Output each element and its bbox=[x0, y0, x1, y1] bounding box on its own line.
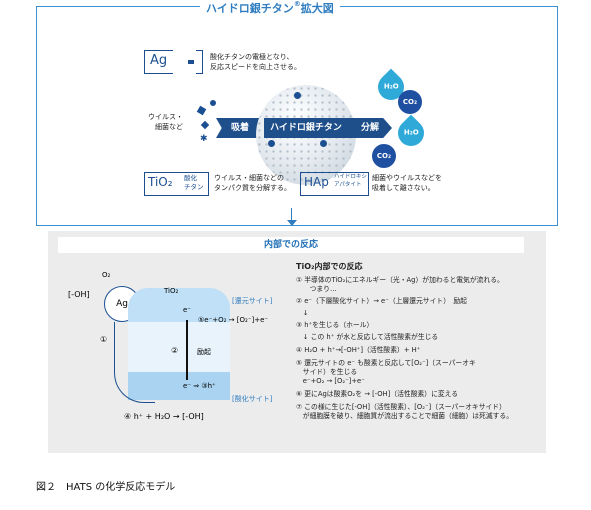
num1-label: ① bbox=[100, 335, 108, 344]
down-arrow-icon bbox=[291, 208, 292, 222]
adsorb-band: 吸着 bbox=[216, 118, 264, 138]
step-item: ④ H₂O + h⁺→[-OH⁺]（活性酸素）+ H⁺ bbox=[296, 346, 421, 354]
oxidation-site-label: [酸化サイト] bbox=[232, 395, 273, 403]
step-item: ↓ bbox=[296, 309, 309, 317]
oh-left-label: [-OH] bbox=[68, 290, 90, 299]
tio2-small-2: チタン bbox=[184, 183, 204, 191]
step-item: ⑥ 更にAgは酸素O₂を → [-OH]（活性酸素）に変える bbox=[296, 390, 459, 398]
decompose-label: 分解 bbox=[360, 123, 379, 133]
virus-label: ウイルス・ 細菌など bbox=[148, 112, 183, 132]
molecule-label: H₂O bbox=[383, 83, 399, 91]
virus-label-2: 細菌など bbox=[155, 123, 183, 131]
step-item: ③ h⁺を生じる（ホール） bbox=[296, 321, 374, 329]
panel-header: ハイドロ銀チタン®拡大図 bbox=[200, 0, 340, 16]
tio2-bracket-right bbox=[202, 172, 209, 196]
steps-list: ① 半導体のTiO₂にエネルギー（光・Ag）が加わると電気が流れる。 つまり… … bbox=[296, 276, 542, 421]
hap-label: HAp bbox=[304, 175, 329, 189]
tio2-small: 酸化 チタン bbox=[184, 174, 204, 192]
ag-bracket-right bbox=[196, 50, 203, 74]
tio2-desc-2: タンパク質を分解する。 bbox=[214, 184, 291, 192]
ag-desc: 酸化チタンの電極となり、 反応スピードを向上させる。 bbox=[210, 52, 301, 72]
ag-bracket bbox=[144, 50, 173, 74]
num2-label: ② bbox=[171, 346, 179, 355]
virus-particle-icon bbox=[210, 100, 216, 106]
adsorb-label: 吸着 bbox=[230, 123, 249, 133]
tio2-small-1: 酸化 bbox=[184, 174, 197, 182]
tio2-desc: ウイルス・細菌などの タンパク質を分解する。 bbox=[214, 173, 291, 193]
hap-bracket-right bbox=[362, 172, 369, 196]
tio2-bracket bbox=[144, 172, 203, 196]
molecule-label: CO₂ bbox=[376, 152, 392, 160]
center-band: ハイドロ銀チタン bbox=[264, 118, 348, 138]
decompose-band: 分解 bbox=[348, 118, 392, 138]
hap-small: ハイドロキシ アパタイト bbox=[334, 173, 367, 189]
virus-particle-icon: ✱ bbox=[200, 134, 208, 144]
hap-small-1: ハイドロキシ bbox=[334, 174, 367, 180]
sphere-pin-icon bbox=[294, 92, 301, 99]
tio2-desc-1: ウイルス・細菌などの bbox=[214, 174, 284, 182]
step-item: ⑤ 還元サイトの e⁻ も酸素と反応して[O₂⁻]（スーパーオキ bbox=[296, 359, 476, 367]
center-label: ハイドロ銀チタン bbox=[270, 123, 342, 133]
sphere-pin-icon bbox=[268, 140, 275, 147]
step-item: ② e⁻（下層酸化サイト）→ e⁻（上層還元サイト） 励起 bbox=[296, 297, 467, 305]
electron-bottom-label: e⁻ ⇒ ③h⁺ bbox=[183, 382, 216, 390]
reduction-site-label: [還元サイト] bbox=[232, 297, 273, 305]
eq-bottom-label: ④ h⁺ + H₂O → [-OH] bbox=[124, 412, 204, 421]
eq-top-label: ⑤e⁻+O₂ → [O₂⁻]+e⁻ bbox=[198, 316, 269, 324]
step-item: つまり… bbox=[296, 285, 337, 293]
bottom-title: 内部での反応 bbox=[58, 237, 524, 253]
registered-mark: ® bbox=[293, 0, 301, 8]
figure-caption: 図２ HATS の化学反応モデル bbox=[36, 482, 176, 493]
co2-circle-icon: CO₂ bbox=[398, 90, 422, 114]
down-arrow-head-icon bbox=[287, 220, 297, 226]
step-item: ↓ この h⁺ が水と反応して活性酸素が生じる bbox=[296, 333, 439, 341]
electron-top-label: e⁻ bbox=[183, 306, 192, 314]
step-item: が細胞膜を破り、細胞質が流出することで細菌（細胞）は死滅する。 bbox=[296, 412, 514, 420]
ag-dot-icon bbox=[188, 60, 194, 64]
step-item: e⁻+O₂ → [O₂⁻]+e⁻ bbox=[296, 377, 365, 385]
step-item: サイド）を生じる bbox=[296, 368, 358, 376]
tio2-top-label: TiO₂ bbox=[164, 287, 179, 295]
excitation-label: 励起 bbox=[197, 348, 211, 356]
hap-desc: 細菌やウイルスなどを 吸着して離さない。 bbox=[372, 173, 442, 193]
molecule-label: CO₂ bbox=[402, 98, 418, 106]
hap-bracket bbox=[300, 172, 363, 196]
hap-desc-1: 細菌やウイルスなどを bbox=[372, 174, 442, 182]
excitation-arrow-icon bbox=[186, 320, 188, 380]
o2-label: O₂ bbox=[102, 271, 111, 279]
ag-label: Ag bbox=[150, 53, 168, 68]
ag-desc-1: 酸化チタンの電極となり、 bbox=[210, 53, 294, 61]
hap-desc-2: 吸着して離さない。 bbox=[372, 184, 435, 192]
steps-title: TiO₂内部での反応 bbox=[296, 262, 363, 271]
ag-circle-label: Ag bbox=[116, 299, 128, 309]
tio2-label: TiO₂ bbox=[148, 175, 173, 189]
co2-circle-icon: CO₂ bbox=[372, 144, 396, 168]
header-suffix: 拡大図 bbox=[300, 2, 334, 15]
ag-desc-2: 反応スピードを向上させる。 bbox=[210, 63, 301, 71]
step-item: ⑦ この様に生じた[-OH]（活性酸素）、[O₂⁻]（スーパーオキサイド） bbox=[296, 403, 506, 411]
header-title: ハイドロ銀チタン bbox=[206, 2, 294, 15]
hap-small-2: アパタイト bbox=[334, 182, 362, 188]
step-item: ① 半導体のTiO₂にエネルギー（光・Ag）が加わると電気が流れる。 bbox=[296, 276, 504, 284]
virus-label-1: ウイルス・ bbox=[148, 113, 183, 121]
curved-arrow-icon bbox=[114, 322, 155, 403]
sphere-pin-icon bbox=[320, 140, 327, 147]
molecule-label: H₂O bbox=[403, 129, 419, 137]
tio2-top-layer bbox=[128, 288, 230, 322]
